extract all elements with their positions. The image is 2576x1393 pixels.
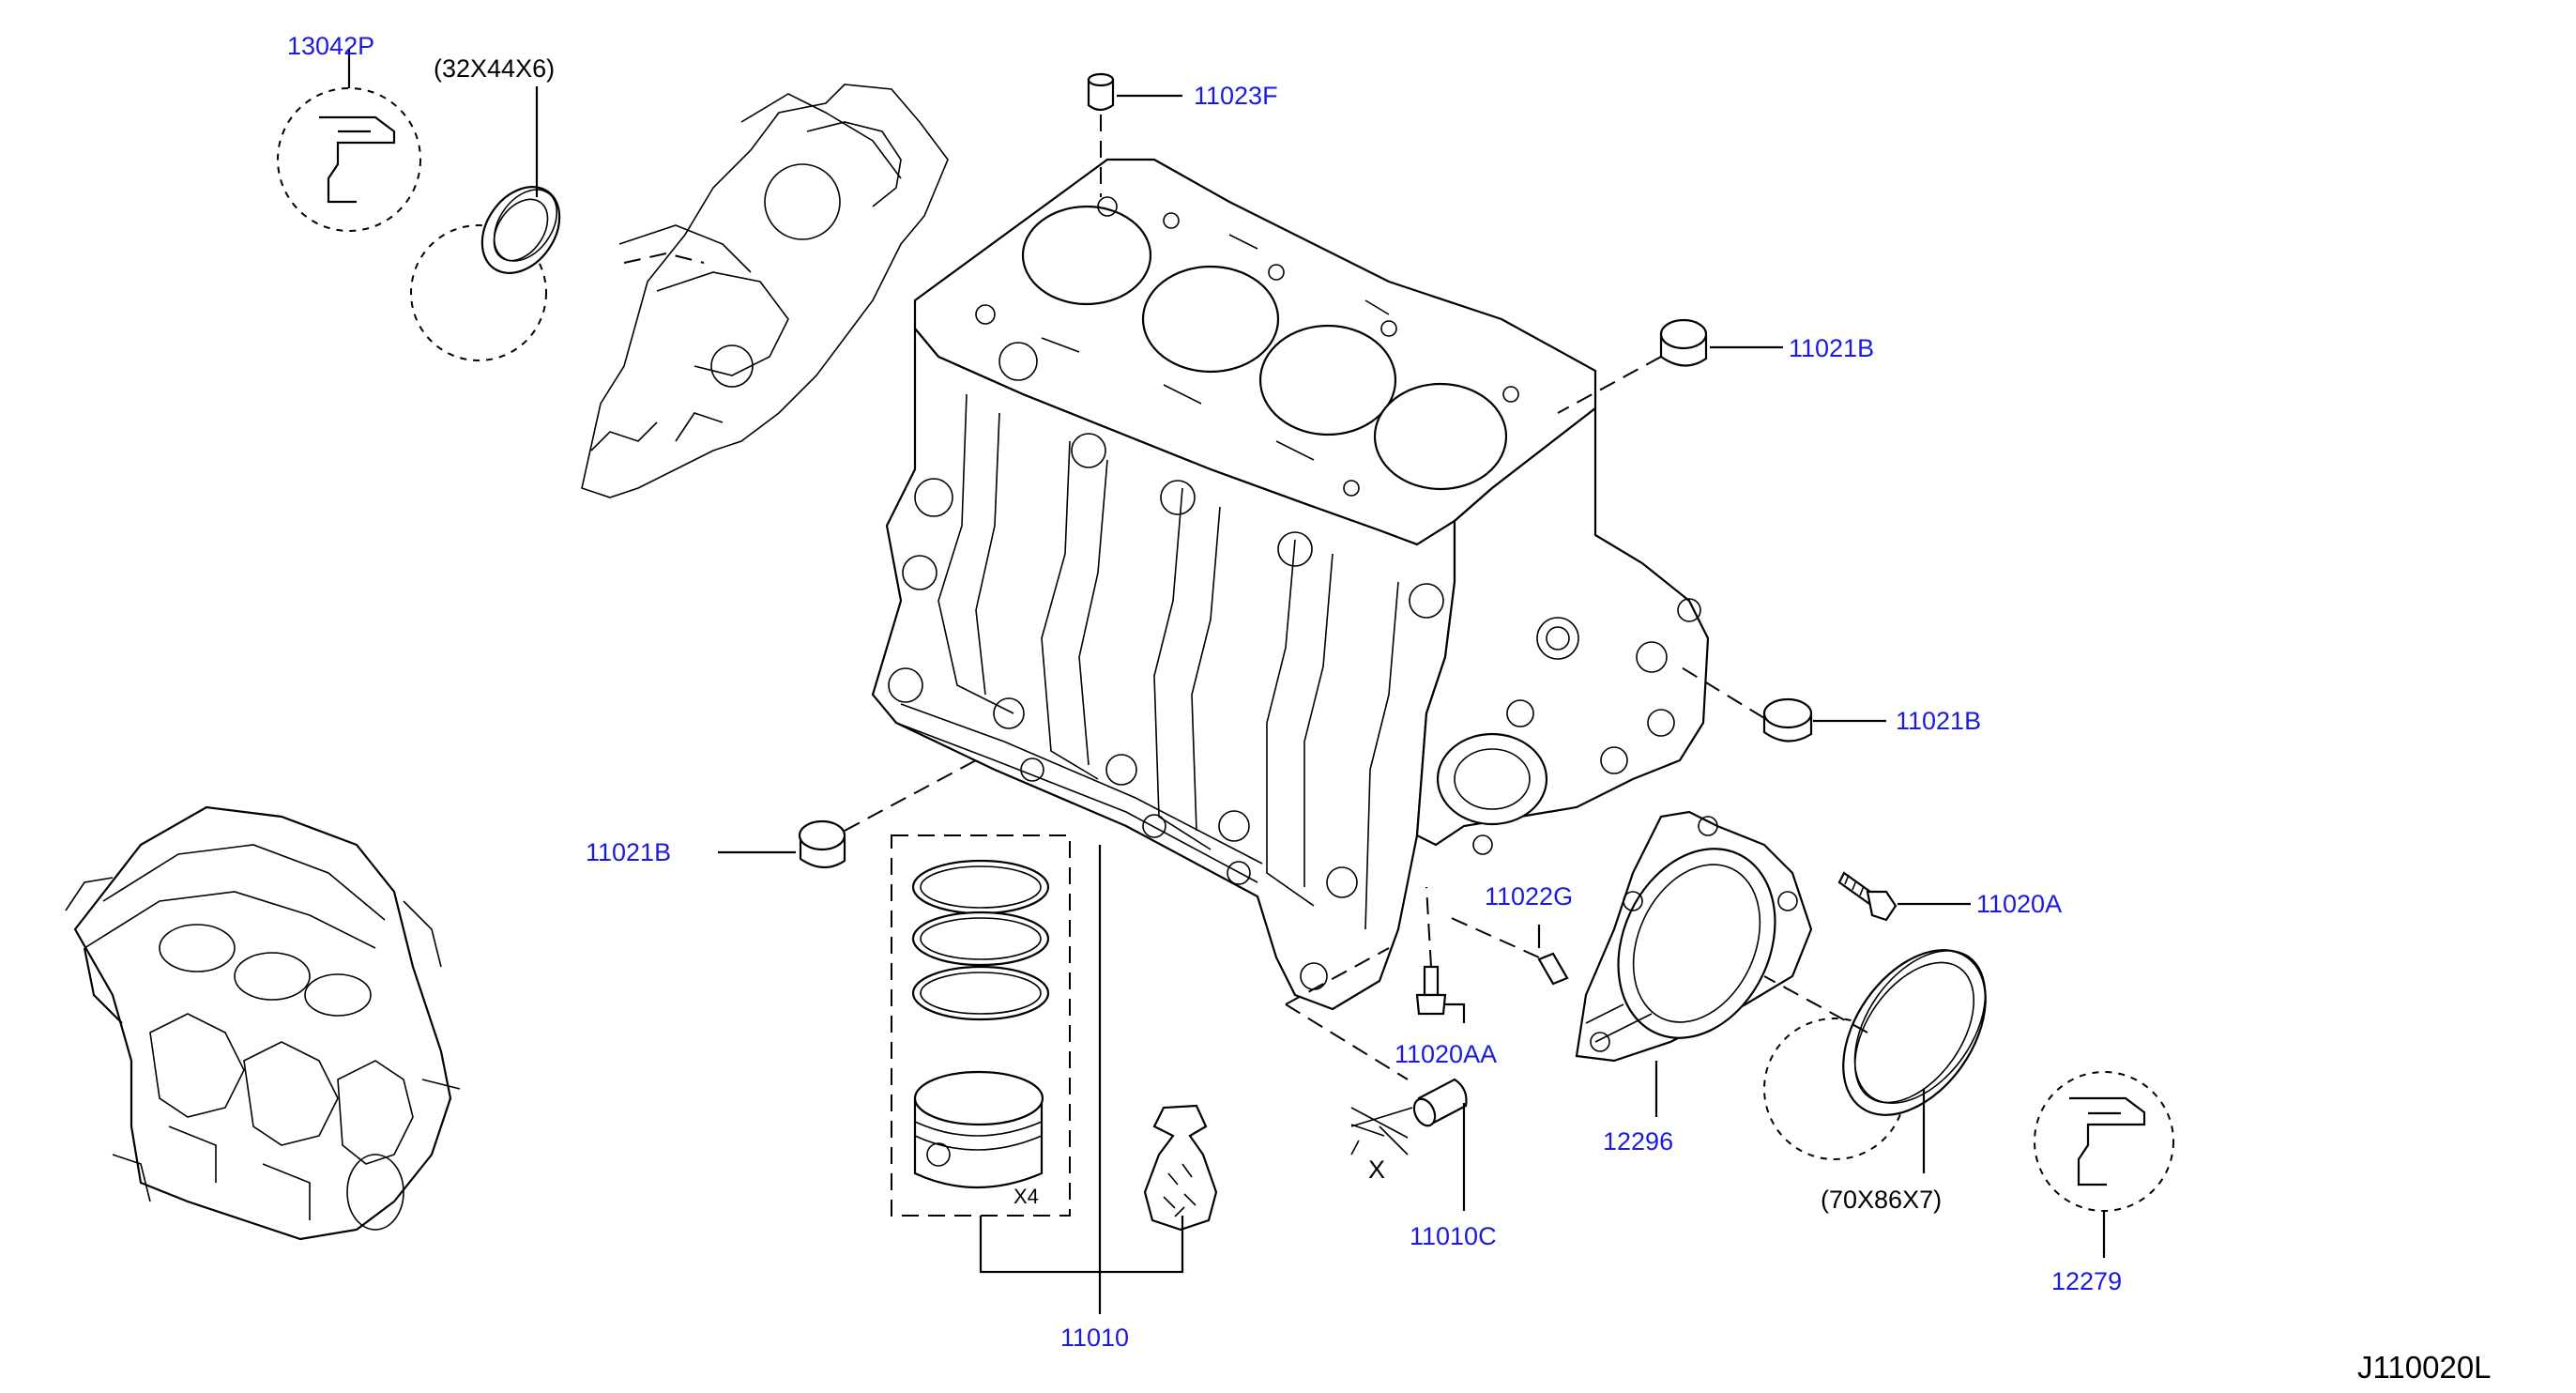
cup-plug-11021B-right[interactable] [1762, 697, 1813, 742]
dash-11022G [1444, 914, 1540, 958]
dim-rear-seal: (70X86X7) [1821, 1186, 1943, 1214]
label-12296[interactable]: 12296 [1603, 1127, 1674, 1156]
engine-assembly-thumbnail [65, 805, 461, 1241]
cylinder-block[interactable] [871, 158, 1710, 1011]
bolt-11020A[interactable] [1837, 871, 1898, 922]
piston-qty-label: X4 [1014, 1185, 1039, 1208]
label-11022G[interactable]: 11022G [1485, 882, 1574, 911]
dowel-pin-11022G[interactable] [1537, 952, 1569, 986]
piston-rings[interactable] [911, 859, 1050, 1021]
label-12279[interactable]: 12279 [2051, 1267, 2123, 1295]
x-dimension-label: X [1368, 1156, 1386, 1184]
dash-11021B-left [844, 759, 977, 832]
label-11023F[interactable]: 11023F [1194, 82, 1278, 110]
cup-plug-11021B-top[interactable] [1659, 318, 1708, 367]
piston[interactable] [913, 1070, 1044, 1189]
label-11021B-left[interactable]: 11021B [586, 838, 672, 866]
label-11020AA[interactable]: 11020AA [1395, 1040, 1498, 1068]
dash-11021B-right [1679, 666, 1765, 719]
dim-front-seal: (32X44X6) [434, 54, 556, 83]
label-11010[interactable]: 11010 [1060, 1324, 1130, 1352]
label-11021B-top[interactable]: 11021B [1789, 334, 1875, 362]
dash-rear-seal [1763, 975, 1868, 1033]
bolt-11020AA[interactable] [1415, 965, 1447, 1016]
seal-retainer-12296[interactable] [1575, 810, 1813, 1064]
cup-plug-11021B-left[interactable] [798, 819, 846, 869]
seal-detail-circle-rear [2034, 1071, 2174, 1212]
front-oil-seal[interactable] [410, 172, 575, 361]
bearing-bag[interactable] [1143, 1104, 1218, 1232]
leader-11020AA [1445, 1003, 1466, 1023]
bracket-11010 [979, 1216, 1184, 1274]
label-11021B-right[interactable]: 11021B [1896, 707, 1982, 735]
dash-11020AA [1425, 886, 1432, 968]
dowel-11010C[interactable] [1410, 1078, 1468, 1129]
front-timing-cover [581, 84, 949, 498]
label-11020A[interactable]: 11020A [1976, 890, 2063, 918]
label-13042P[interactable]: 13042P [287, 32, 375, 60]
rear-oil-seal[interactable] [1763, 924, 2015, 1160]
x-dimension-arrows [1350, 1107, 1409, 1156]
diagram-ref: J110020L [2357, 1350, 2492, 1385]
x-dimension-lines [1350, 1107, 1413, 1137]
dash-11021B-top [1557, 356, 1662, 414]
label-11010C[interactable]: 11010C [1410, 1222, 1497, 1250]
dash-11010C [1285, 947, 1409, 1080]
seal-detail-circle-front [277, 87, 421, 232]
plug-11023F[interactable] [1087, 72, 1115, 112]
